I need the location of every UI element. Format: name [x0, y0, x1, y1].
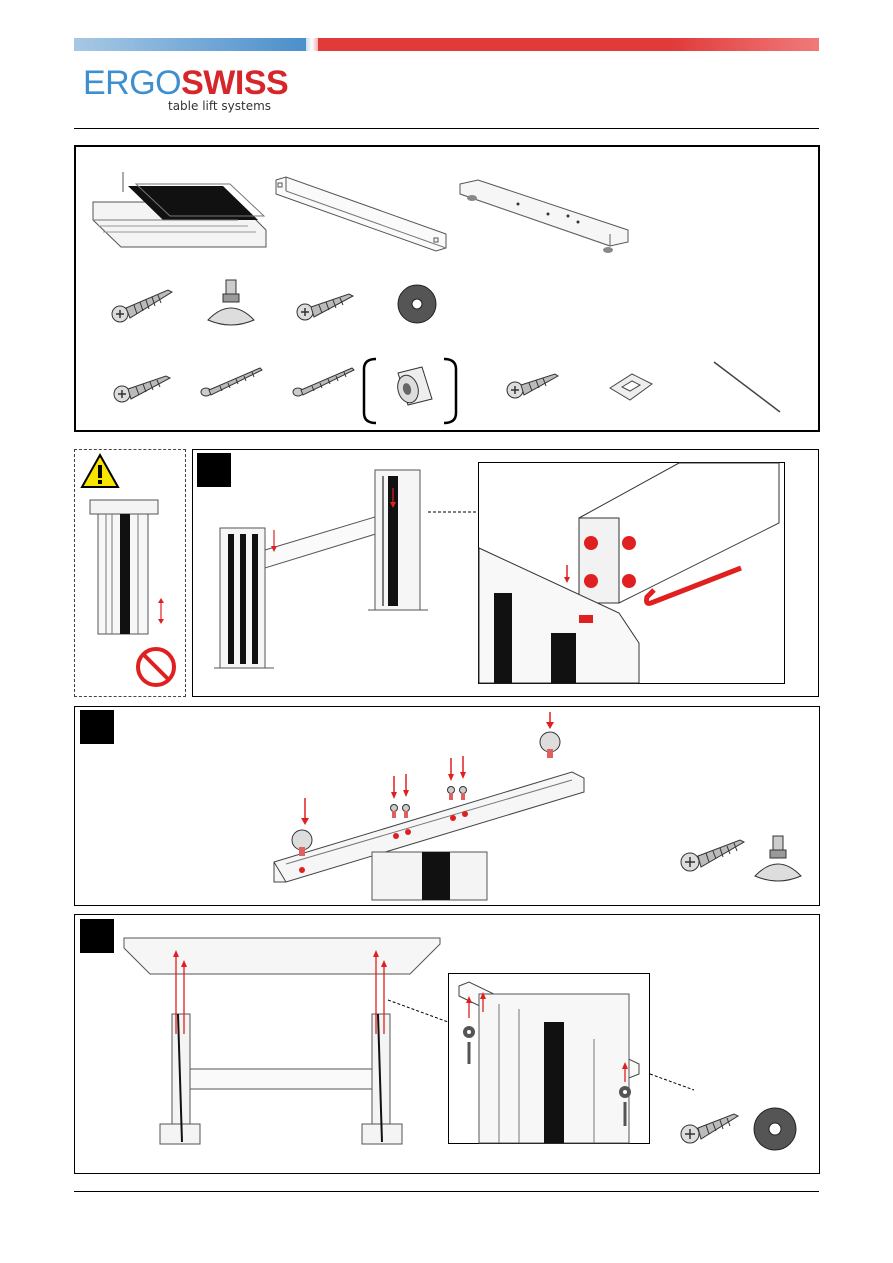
- footer-divider: [74, 1191, 819, 1192]
- brand-tagline: table lift systems: [168, 99, 271, 113]
- wood-screw-icon: [110, 288, 174, 324]
- prohibited-icon: [135, 646, 177, 688]
- wood-screw-icon: [112, 372, 172, 406]
- leg-column-part: [88, 172, 268, 252]
- step-2-assembly-drawing: [272, 712, 592, 902]
- washer-icon: [752, 1106, 798, 1152]
- step-3-detail-drawing: [449, 974, 649, 1143]
- detail-leader-line: [650, 1072, 696, 1092]
- detail-leader-line: [388, 998, 450, 1024]
- cross-beam-part: [274, 176, 449, 256]
- spacer-sleeve-icon: [362, 357, 458, 425]
- header-color-bar: [74, 38, 819, 51]
- step-1-assembly-drawing: [210, 470, 440, 675]
- header-divider: [74, 128, 819, 129]
- cable-clip-icon: [606, 370, 656, 404]
- washer-icon: [396, 283, 438, 325]
- detail-leader-line: [428, 510, 478, 514]
- brand-swiss: SWISS: [181, 64, 288, 102]
- wood-screw-icon: [680, 838, 746, 874]
- brand-logo: ERGOSWISS: [83, 66, 288, 100]
- leveling-foot-icon: [752, 836, 804, 888]
- hex-rod-icon: [712, 360, 784, 416]
- wood-screw-icon: [295, 290, 355, 324]
- leveling-foot-icon: [204, 280, 260, 330]
- brand-ergo: ERGO: [83, 64, 181, 102]
- warning-leg-column: [90, 500, 162, 640]
- step-1-detail-drawing: [479, 463, 784, 683]
- step-3-assembly-drawing: [120, 934, 445, 1156]
- wood-screw-icon: [505, 370, 561, 402]
- double-arrow-icon: [156, 598, 166, 624]
- warning-triangle-icon: [80, 453, 120, 489]
- wood-screw-icon: [680, 1110, 740, 1146]
- step-2-number-box: [80, 710, 114, 744]
- long-screw-icon: [290, 366, 356, 400]
- step-3-number-box: [80, 919, 114, 953]
- long-screw-icon: [198, 366, 264, 400]
- top-bracket-part: [458, 180, 633, 255]
